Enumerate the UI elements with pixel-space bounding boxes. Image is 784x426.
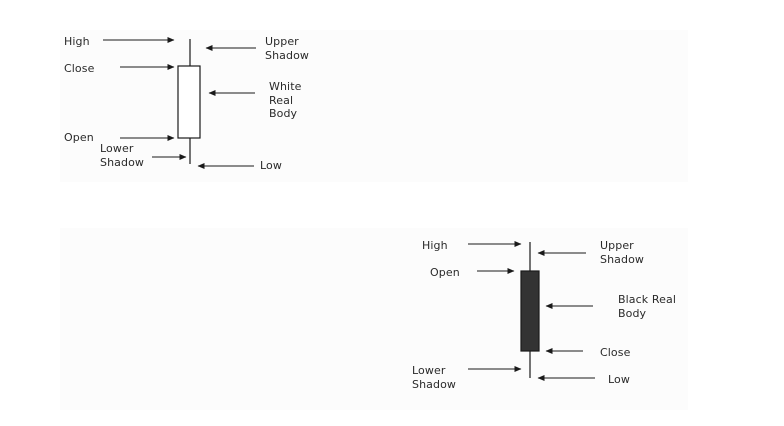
white-real-body-label: White Real Body — [269, 80, 302, 120]
white-candle-real-body — [177, 65, 201, 139]
white-lower-shadow-label: Lower Shadow — [100, 142, 145, 169]
black-low-label: Low — [608, 373, 630, 386]
black-real-body-label: Black Real Body — [618, 293, 676, 320]
white-high-label: High — [64, 35, 90, 48]
white-open-label: Open — [64, 131, 94, 144]
white-candle — [177, 39, 201, 164]
white-candle-arrows — [103, 37, 256, 169]
black-candle — [520, 242, 540, 378]
black-lower-shadow-label: Lower Shadow — [412, 364, 457, 391]
black-open-label: Open — [430, 266, 460, 279]
black-candle-arrows — [468, 241, 595, 381]
white-upper-shadow-label: Upper Shadow — [265, 35, 310, 62]
black-candle-real-body — [520, 270, 540, 352]
white-low-label: Low — [260, 159, 282, 172]
black-close-label: Close — [600, 346, 631, 359]
black-upper-shadow-label: Upper Shadow — [600, 239, 645, 266]
black-high-label: High — [422, 239, 448, 252]
black-candle-panel — [60, 228, 688, 410]
white-close-label: Close — [64, 62, 95, 75]
